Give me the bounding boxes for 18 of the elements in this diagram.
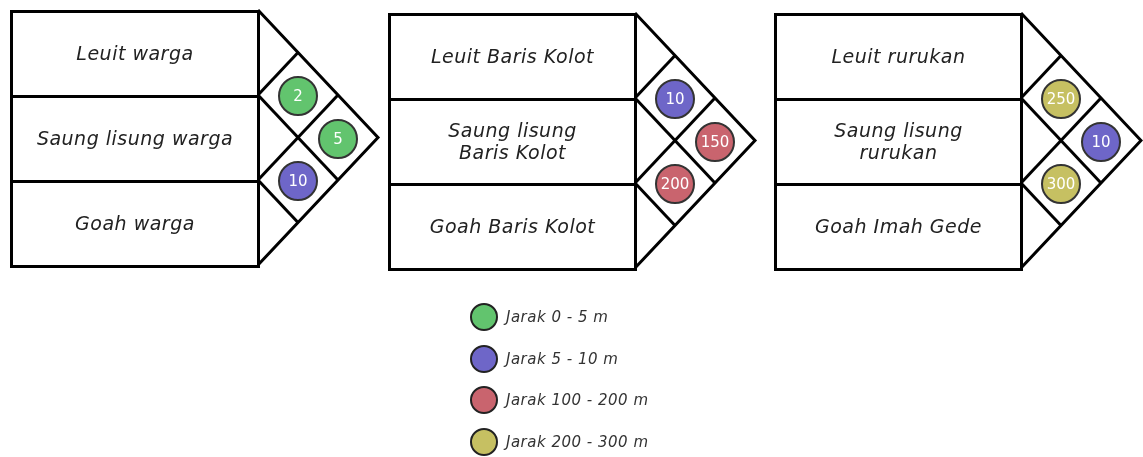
distance-marker: 10: [278, 161, 318, 201]
category-box: Leuit rurukan: [774, 13, 1023, 101]
distance-marker: 250: [1041, 79, 1081, 119]
category-box: Saung lisung rurukan: [774, 98, 1023, 186]
category-box: Saung lisung warga: [10, 95, 260, 183]
distance-marker: 200: [655, 164, 695, 204]
distance-marker: 2: [278, 76, 318, 116]
category-box: Goah Imah Gede: [774, 183, 1023, 271]
category-box: Saung lisung Baris Kolot: [388, 98, 637, 186]
distance-marker: 10: [655, 79, 695, 119]
distance-marker: 300: [1041, 164, 1081, 204]
distance-marker: 5: [318, 118, 358, 159]
category-box: Goah warga: [10, 180, 260, 268]
category-box: Leuit warga: [10, 10, 260, 98]
category-box: Leuit Baris Kolot: [388, 13, 637, 101]
distance-marker: 150: [695, 121, 735, 162]
category-box: Goah Baris Kolot: [388, 183, 637, 271]
distance-marker: 10: [1081, 121, 1121, 162]
